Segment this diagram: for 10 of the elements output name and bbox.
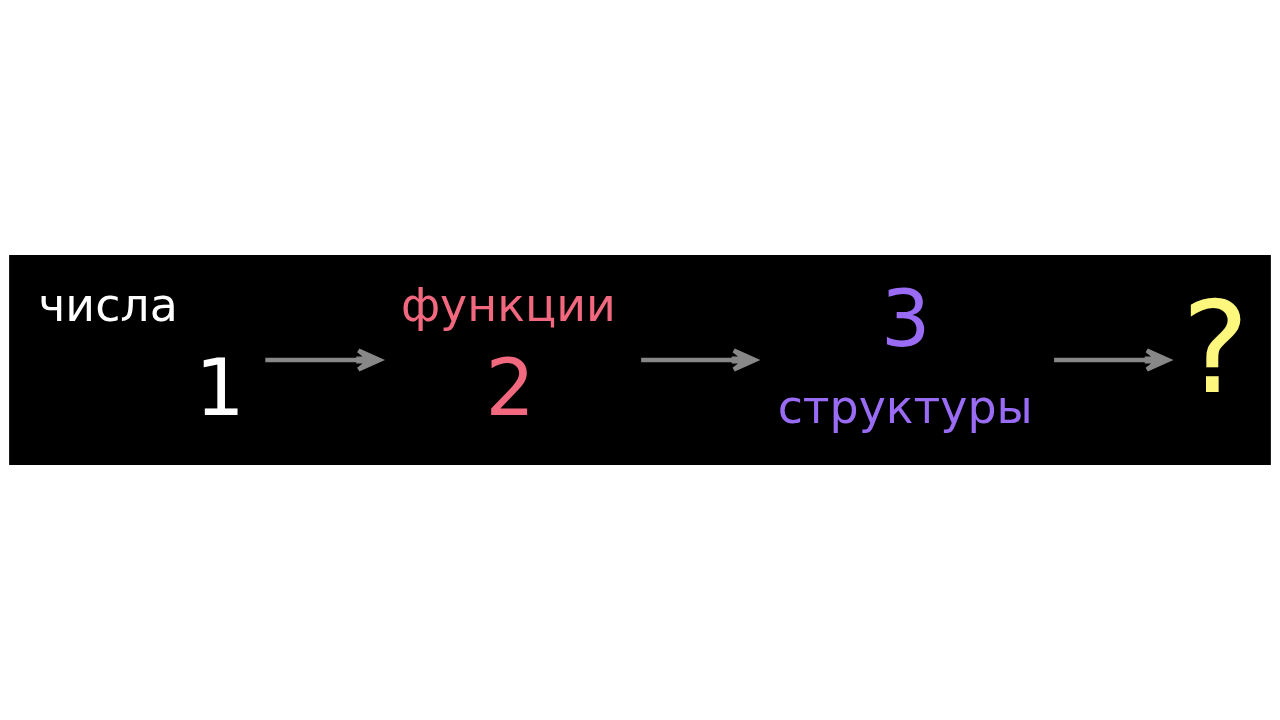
node-label: функции <box>400 277 616 332</box>
arrow <box>265 348 382 372</box>
arrow <box>1054 348 1171 372</box>
node-text: 3 <box>880 274 931 365</box>
node-label: числа <box>38 277 178 332</box>
node-text: 2 <box>485 343 535 434</box>
node-text: 1 <box>195 343 245 434</box>
node-label: структуры <box>777 380 1033 435</box>
arrow <box>641 348 758 372</box>
node-text: ? <box>1181 273 1250 422</box>
